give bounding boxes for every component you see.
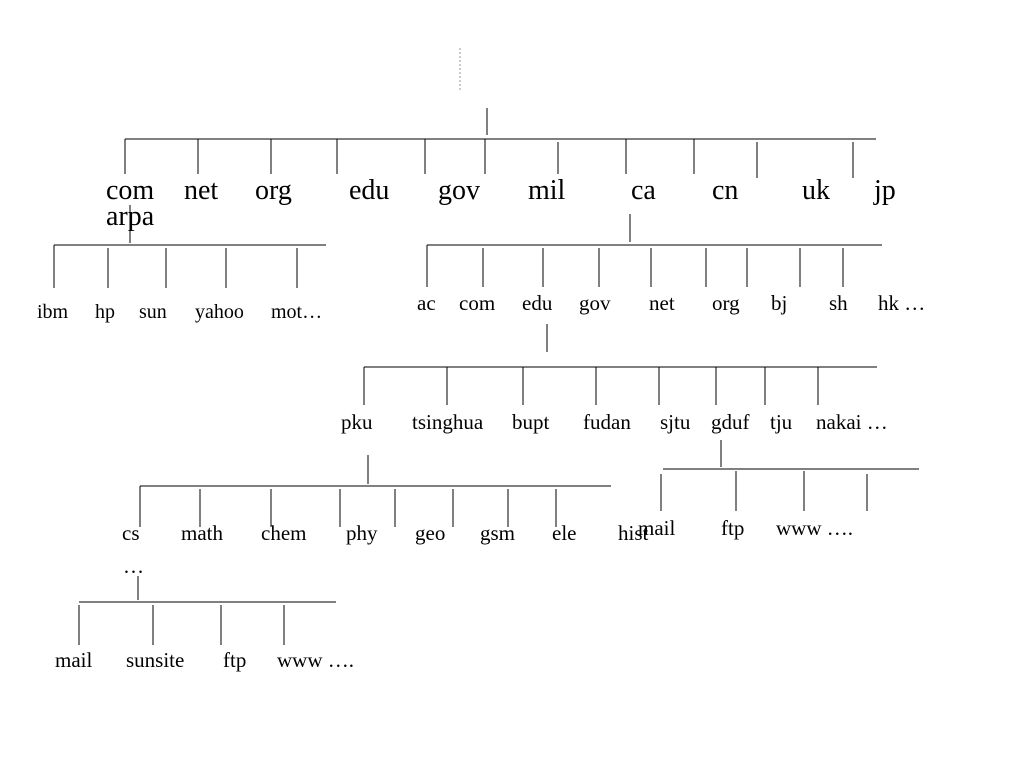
node-hp: hp bbox=[95, 301, 115, 323]
node-cn: cn bbox=[712, 175, 739, 206]
node-sun: sun bbox=[139, 301, 167, 323]
node-cn-net: net bbox=[649, 291, 675, 315]
node-gsm: gsm bbox=[480, 521, 516, 545]
node-cn-sh: sh bbox=[829, 291, 848, 315]
node-org: org bbox=[255, 175, 292, 206]
node-math: math bbox=[181, 521, 223, 545]
node-net: net bbox=[184, 175, 219, 206]
node-geo: geo bbox=[415, 521, 446, 545]
node-fudan: fudan bbox=[583, 410, 631, 434]
node-mil: mil bbox=[528, 175, 566, 206]
node-gduf: gduf bbox=[711, 410, 750, 434]
node-chem: chem bbox=[261, 521, 307, 545]
node-mot: mot… bbox=[271, 301, 323, 323]
node-hist: hist bbox=[618, 521, 649, 545]
node-cn-org: org bbox=[712, 291, 740, 315]
node-jp: jp bbox=[874, 175, 896, 206]
node-tju: tju bbox=[770, 410, 793, 434]
node-uk: uk bbox=[802, 175, 830, 206]
node-pku-more: … bbox=[123, 554, 144, 578]
node-cs-ftp: ftp bbox=[223, 648, 247, 672]
node-cs: cs bbox=[122, 521, 140, 545]
node-pku: pku bbox=[341, 410, 373, 434]
node-cn-bj: bj bbox=[771, 291, 788, 315]
node-com: com bbox=[106, 175, 155, 206]
node-nakai: nakai … bbox=[816, 410, 888, 434]
node-cn-ac: ac bbox=[417, 291, 436, 315]
node-gov: gov bbox=[438, 175, 480, 206]
node-arpa: arpa bbox=[106, 201, 155, 232]
node-ca: ca bbox=[631, 175, 656, 206]
node-cn-gov: gov bbox=[579, 291, 611, 315]
node-gduf-www: www …. bbox=[776, 516, 853, 540]
node-yahoo: yahoo bbox=[195, 301, 244, 323]
node-bupt: bupt bbox=[512, 410, 550, 434]
node-ele: ele bbox=[552, 521, 577, 545]
node-cn-edu: edu bbox=[522, 291, 553, 315]
node-tsinghua: tsinghua bbox=[412, 410, 484, 434]
node-sjtu: sjtu bbox=[660, 410, 691, 434]
node-cs-www: www …. bbox=[277, 648, 354, 672]
node-edu: edu bbox=[349, 175, 390, 206]
node-cs-mail: mail bbox=[55, 648, 93, 672]
node-ibm: ibm bbox=[37, 301, 69, 323]
node-phy: phy bbox=[346, 521, 378, 545]
node-cn-com: com bbox=[459, 291, 496, 315]
node-cs-sunsite: sunsite bbox=[126, 648, 185, 672]
node-gduf-mail: mail bbox=[638, 516, 676, 540]
node-gduf-ftp: ftp bbox=[721, 516, 745, 540]
node-cn-hk: hk … bbox=[878, 291, 926, 315]
